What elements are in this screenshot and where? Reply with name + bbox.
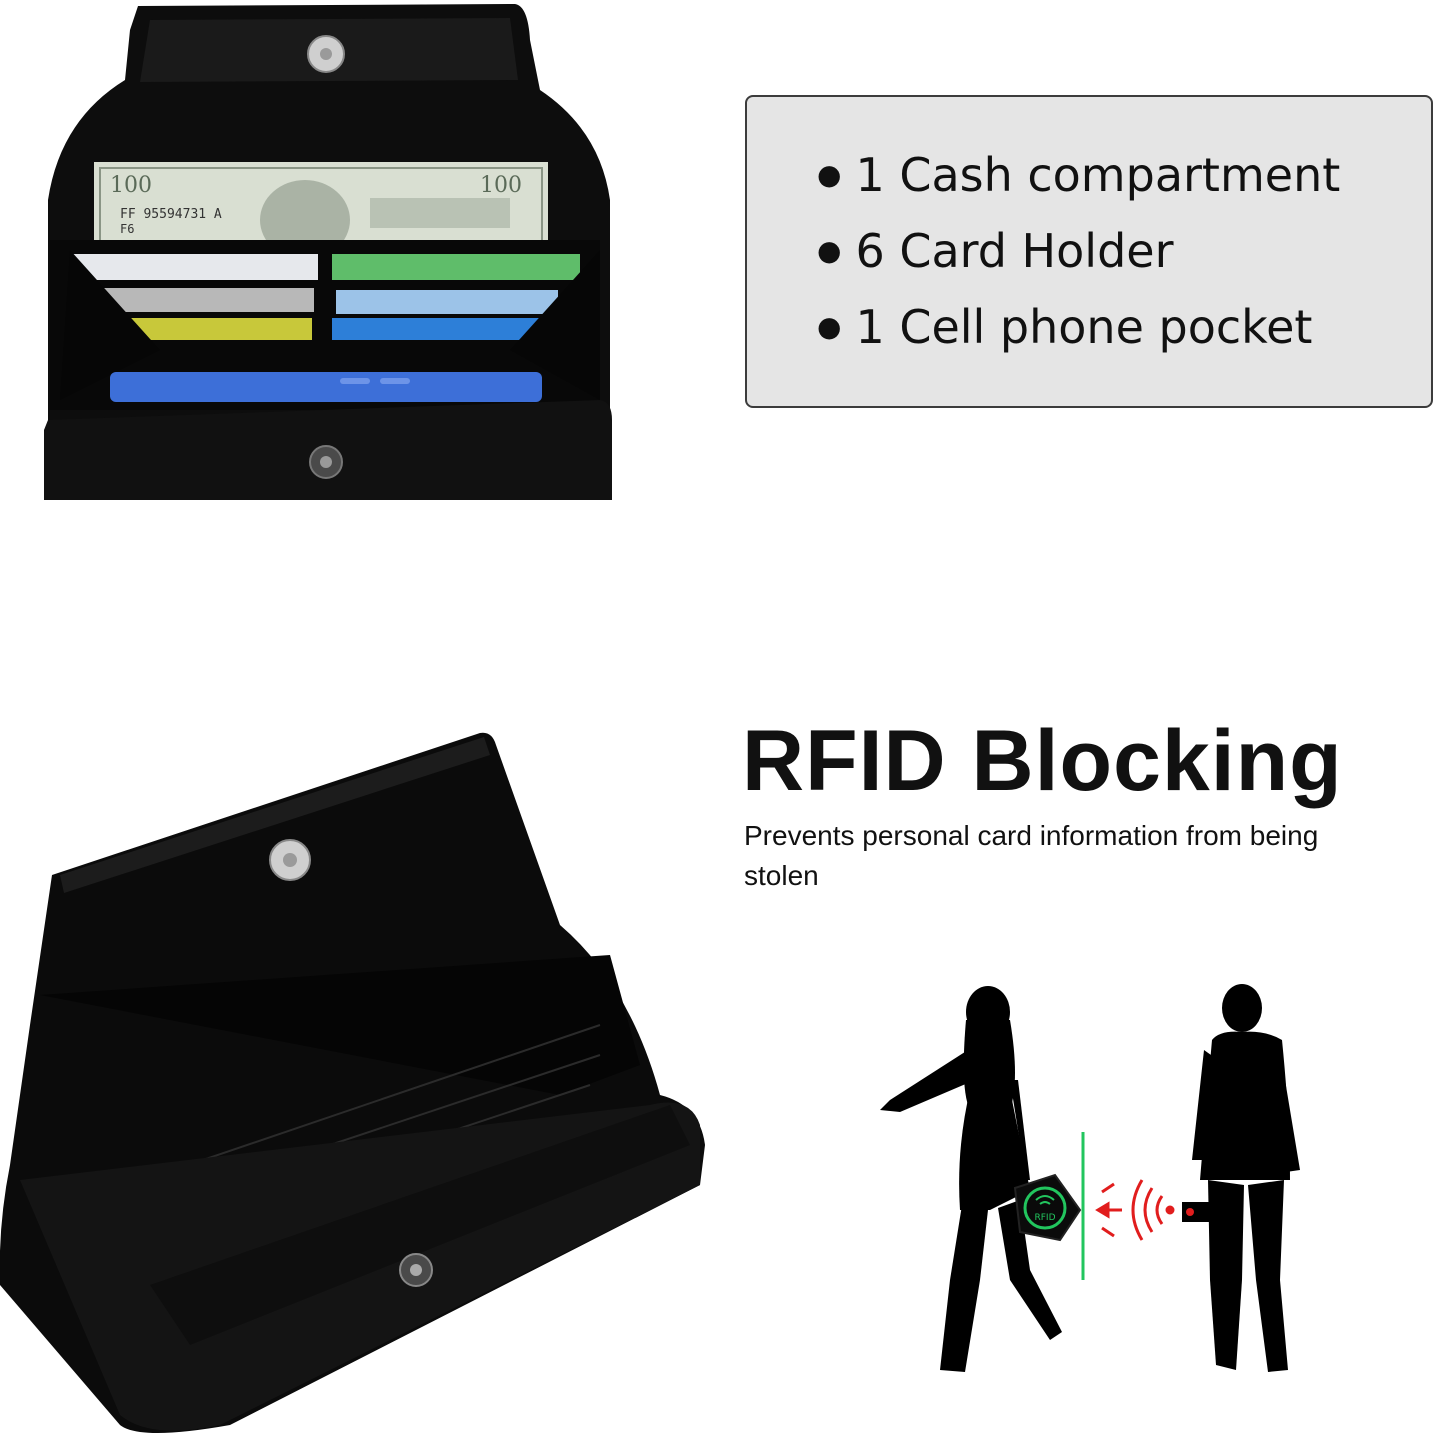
phone-in-pocket bbox=[110, 372, 542, 402]
banknote-serial: FF 95594731 A bbox=[120, 207, 222, 222]
features-box: 1 Cash compartment 6 Card Holder 1 Cell … bbox=[745, 95, 1433, 408]
card-reader bbox=[1182, 1202, 1212, 1222]
banknote-plate: F6 bbox=[120, 222, 134, 236]
signal-waves-icon bbox=[1131, 1179, 1175, 1241]
banknote-denomination-left: 100 bbox=[110, 173, 152, 198]
card-slots bbox=[60, 250, 600, 400]
man-silhouette bbox=[1192, 984, 1300, 1372]
feature-card-holder: 6 Card Holder bbox=[817, 221, 1340, 297]
rfid-illustration: RFID bbox=[880, 984, 1300, 1372]
wallet-angled-photo bbox=[0, 732, 705, 1433]
features-list: 1 Cash compartment 6 Card Holder 1 Cell … bbox=[817, 145, 1340, 373]
feature-cash-compartment: 1 Cash compartment bbox=[817, 145, 1340, 221]
rfid-title: RFID Blocking bbox=[742, 713, 1343, 809]
rfid-shield-bag: RFID bbox=[1013, 1173, 1082, 1242]
wallet-open-photo: 100 100 FF 95594731 A F6 bbox=[44, 4, 612, 500]
woman-silhouette bbox=[880, 986, 1062, 1372]
feature-phone-pocket: 1 Cell phone pocket bbox=[817, 297, 1340, 373]
rfid-badge-label: RFID bbox=[1034, 1213, 1055, 1223]
rfid-description: Prevents personal card information from … bbox=[744, 820, 1319, 891]
blocked-signal-arrows bbox=[1095, 1182, 1122, 1238]
banknote-denomination-right: 100 bbox=[480, 173, 522, 198]
